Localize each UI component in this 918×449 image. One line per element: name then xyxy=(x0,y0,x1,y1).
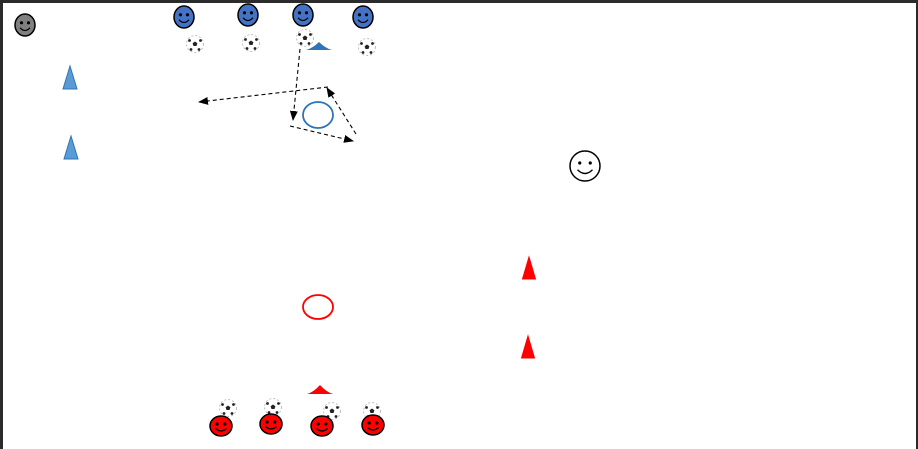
blue-player-icon xyxy=(292,3,314,27)
red-hoop-ring-icon xyxy=(302,294,334,320)
blue-cone-icon xyxy=(63,134,79,160)
red-cone-icon xyxy=(521,255,537,280)
pass-arrow xyxy=(326,87,357,135)
blue-player-icon xyxy=(237,3,259,27)
soccer-ball-icon xyxy=(264,398,282,416)
red-marker-icon xyxy=(307,385,333,394)
blue-cone-icon xyxy=(62,64,78,90)
soccer-ball-icon xyxy=(186,35,204,53)
red-player-icon xyxy=(310,415,334,437)
pass-arrow xyxy=(198,86,329,105)
red-player-icon xyxy=(259,413,283,435)
soccer-ball-icon xyxy=(358,38,376,56)
red-player-icon xyxy=(361,414,385,436)
soccer-ball-icon xyxy=(323,402,341,420)
blue-player-icon xyxy=(173,5,195,29)
red-player-icon xyxy=(209,415,233,437)
pass-arrow xyxy=(289,48,301,121)
coach-icon xyxy=(569,150,601,182)
soccer-ball-icon xyxy=(242,34,260,52)
neutral-player-icon xyxy=(14,13,36,37)
pitch-area xyxy=(3,3,916,449)
blue-player-icon xyxy=(352,5,374,29)
pass-arrows-layer xyxy=(198,48,357,143)
objects-layer xyxy=(14,3,601,437)
soccer-ball-icon xyxy=(219,399,237,417)
blue-marker-icon xyxy=(306,42,332,50)
blue-hoop-ring-icon xyxy=(302,101,334,129)
soccer-ball-icon xyxy=(296,29,314,47)
pass-arrow xyxy=(289,125,354,143)
red-cone-icon xyxy=(520,334,536,359)
